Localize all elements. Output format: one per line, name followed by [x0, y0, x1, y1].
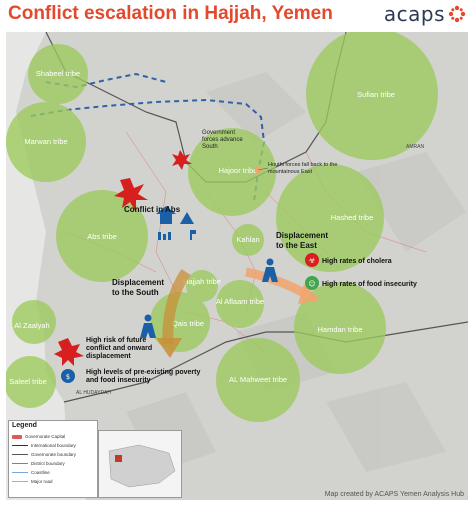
- svg-text:☣: ☣: [308, 256, 316, 265]
- displacement-south-label: Displacement to the South: [112, 278, 166, 297]
- legend-item: International boundary: [12, 443, 76, 448]
- major-road-swatch: [12, 481, 28, 482]
- tribe-label: AL Mahweet tribe: [229, 375, 287, 384]
- displacement-south-line2: to the South: [112, 288, 159, 297]
- legend-item-label: International boundary: [31, 443, 76, 448]
- tribe-label: Hashed tribe: [331, 213, 374, 222]
- cholera-label: High rates of cholera: [322, 258, 392, 265]
- inset-map-canvas: [99, 431, 181, 497]
- legend-title: Legend: [12, 422, 37, 429]
- legend-item: District boundary: [12, 461, 65, 466]
- tribe-label: Abs tribe: [87, 232, 117, 241]
- conflict-abs-label: Conflict in Abs: [124, 205, 181, 214]
- legend-item-label: Major road: [31, 479, 53, 484]
- legend-item: Major road: [12, 479, 53, 484]
- legend-item-label: Governorate boundary: [31, 452, 76, 457]
- amran-label: AMRAN: [406, 144, 424, 150]
- district-boundary-swatch: [12, 463, 28, 464]
- acaps-logo: acaps: [384, 2, 466, 26]
- gov-forces-text-1: Government: [202, 130, 235, 136]
- tribe-label: Al Aflaam tribe: [216, 297, 264, 306]
- credit-text: Map created by ACAPS Yemen Analysis Hub: [325, 491, 464, 498]
- tribe-label: Saleel tribe: [9, 377, 47, 386]
- poverty-line2: and food insecurity: [86, 377, 151, 384]
- legend: Legend Governorate Capital International…: [8, 420, 98, 498]
- intl-boundary-swatch: [12, 445, 28, 446]
- logo-dots-icon: [448, 5, 466, 23]
- tribe-label: Hajoor tribe: [219, 166, 258, 175]
- houthi-text-1: Houthi forces fall back to the: [268, 162, 337, 168]
- header: Conflict escalation in Hajjah, Yemen aca…: [0, 0, 474, 30]
- logo-text: acaps: [384, 2, 445, 26]
- gov-forces-text-2: forces advance: [202, 137, 243, 143]
- gov-boundary-swatch: [12, 454, 28, 455]
- poverty-line1: High levels of pre-existing poverty: [86, 369, 200, 376]
- coastline-swatch: [12, 472, 28, 473]
- svg-text:☺: ☺: [308, 280, 315, 288]
- tribe-label: Marwan tribe: [24, 137, 67, 146]
- tribe-label: Sufian tribe: [357, 90, 395, 99]
- tribe-label: Al Zaalyah: [14, 321, 49, 330]
- houthi-text-2: mountainous East: [268, 169, 312, 175]
- svg-text:$: $: [66, 373, 70, 381]
- risk-line3: displacement: [86, 353, 131, 360]
- food-insecurity-label: High rates of food insecurity: [322, 281, 417, 288]
- legend-item-label: Governorate Capital: [25, 434, 65, 439]
- displacement-south-line1: Displacement: [112, 278, 164, 287]
- tribe-label: Qais tribe: [172, 319, 204, 328]
- risk-line1: High risk of future: [86, 337, 146, 344]
- tribe-label: Hajjah tribe: [183, 277, 221, 286]
- legend-item-label: Coastline: [31, 470, 50, 475]
- gov-forces-text-3: South: [202, 144, 218, 150]
- hajjah-highlight: [115, 455, 122, 462]
- inset-map: [98, 430, 182, 498]
- risk-line2: conflict and onward: [86, 345, 152, 352]
- page-title: Conflict escalation in Hajjah, Yemen: [8, 3, 333, 25]
- legend-item: Governorate boundary: [12, 452, 76, 457]
- al-hudaydah-label: AL HUDAYDAH: [76, 390, 111, 396]
- legend-item: Coastline: [12, 470, 50, 475]
- displacement-east-line1: Displacement: [276, 231, 328, 240]
- tribe-label: Kahlan: [236, 235, 259, 244]
- displacement-east-line2: to the East: [276, 241, 317, 250]
- tribe-label: Shabeel tribe: [36, 69, 80, 78]
- capital-swatch: [12, 435, 22, 439]
- legend-item-label: District boundary: [31, 461, 65, 466]
- tribe-label: Hamdan tribe: [317, 325, 362, 334]
- legend-item: Governorate Capital: [12, 434, 65, 439]
